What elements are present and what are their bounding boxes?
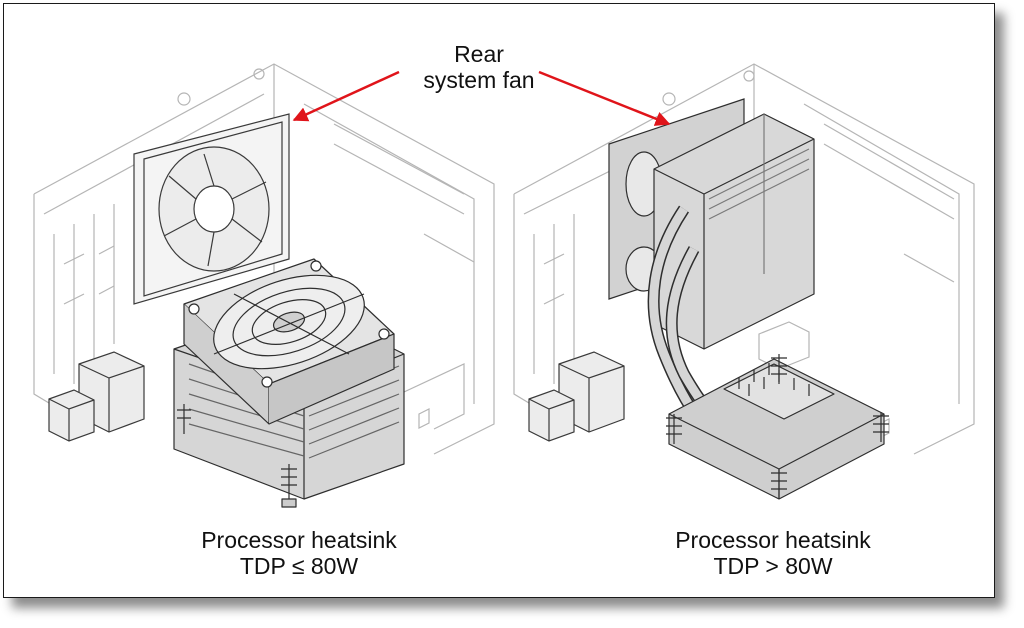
right-tower-heatsink-icon xyxy=(647,113,889,500)
left-rear-fan-icon xyxy=(133,113,290,305)
caption-left-line-1: Processor heatsink xyxy=(201,527,397,553)
right-board-components xyxy=(528,351,625,442)
caption-right-line-2: TDP > 80W xyxy=(713,553,833,579)
callout-label: Rear system fan xyxy=(384,41,574,93)
left-air-heatsink-icon xyxy=(173,258,405,508)
caption-left-line-2: TDP ≤ 80W xyxy=(239,553,359,579)
caption-right-line-1: Processor heatsink xyxy=(675,527,871,553)
figure-illustration xyxy=(33,63,975,508)
callout-line-2: system fan xyxy=(423,67,535,93)
figure-frame: Rear system fan Processor heatsink TDP ≤… xyxy=(3,3,995,598)
left-board-components xyxy=(48,351,145,442)
callout-arrow-left xyxy=(292,70,400,122)
callout-line-1: Rear xyxy=(454,41,504,67)
callout-arrow-right xyxy=(538,70,671,126)
caption-right: Processor heatsink TDP > 80W xyxy=(628,527,918,579)
caption-left: Processor heatsink TDP ≤ 80W xyxy=(154,527,444,579)
